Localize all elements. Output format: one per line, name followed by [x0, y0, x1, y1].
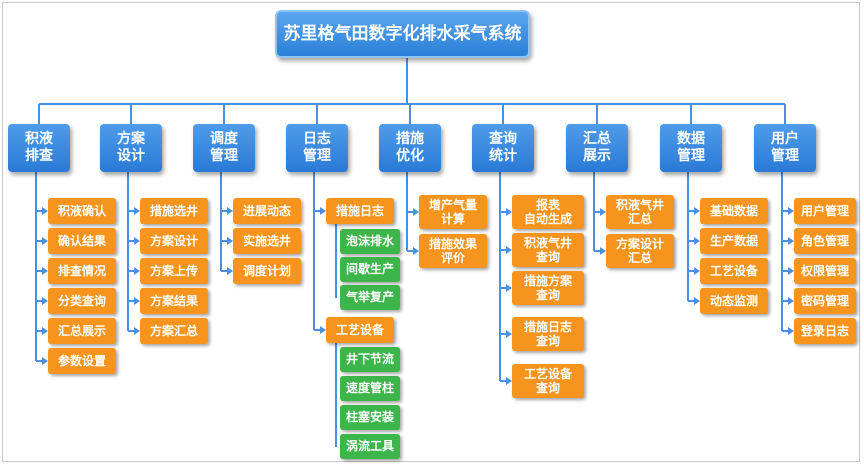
item-node: 权限管理 — [794, 258, 856, 284]
subitem-node: 速度管柱 — [340, 376, 400, 401]
subitem-node: 井下节流 — [340, 347, 400, 372]
item-node: 积液气井 查询 — [512, 233, 584, 267]
arrow-head — [42, 237, 48, 245]
arrow-head — [506, 208, 512, 216]
item-node: 确认结果 — [48, 228, 116, 254]
item-node: 排查情况 — [48, 258, 116, 284]
arrow-head — [788, 297, 794, 305]
item-node: 进展动态 — [233, 198, 301, 224]
item-node: 动态监测 — [700, 288, 768, 314]
subitem-node: 涡流工具 — [340, 434, 400, 459]
item-node: 方案设计 汇总 — [606, 234, 674, 268]
arrow-head — [134, 237, 140, 245]
arrow-head — [506, 284, 512, 292]
item-node: 积液确认 — [48, 198, 116, 224]
subitem-node: 气举复产 — [340, 285, 400, 310]
item-node: 方案设计 — [140, 228, 208, 254]
arrow-head — [788, 237, 794, 245]
arrow-head — [600, 208, 606, 216]
item-node: 增产气量 计算 — [419, 195, 487, 229]
item-node: 方案汇总 — [140, 318, 208, 344]
arrow-head — [42, 207, 48, 215]
arrow-head — [42, 297, 48, 305]
arrow-head — [694, 267, 700, 275]
arrow-head — [134, 297, 140, 305]
item-node: 工艺设备 查询 — [512, 364, 584, 398]
item-node: 参数设置 — [48, 348, 116, 374]
arrow-head — [788, 327, 794, 335]
item-node: 登录日志 — [794, 318, 856, 344]
category-node: 用户 管理 — [754, 124, 816, 172]
arrow-head — [42, 327, 48, 335]
category-node: 数据 管理 — [660, 124, 722, 172]
arrow-head — [694, 237, 700, 245]
item-node: 汇总展示 — [48, 318, 116, 344]
item-node: 方案上传 — [140, 258, 208, 284]
item-node: 积液气井 汇总 — [606, 195, 674, 229]
item-node: 报表 自动生成 — [512, 195, 584, 229]
category-node: 积液 排查 — [8, 124, 70, 172]
item-node: 工艺设备 — [700, 258, 768, 284]
arrow-head — [506, 246, 512, 254]
arrow-head — [134, 267, 140, 275]
arrow-head — [227, 267, 233, 275]
item-node: 实施选井 — [233, 228, 301, 254]
arrow-head — [134, 207, 140, 215]
item-node: 措施日志 — [326, 198, 394, 224]
system-title: 苏里格气田数字化排水采气系统 — [275, 10, 530, 58]
category-node: 方案 设计 — [100, 124, 162, 172]
item-node: 密码管理 — [794, 288, 856, 314]
arrow-head — [788, 207, 794, 215]
arrow-head — [42, 357, 48, 365]
arrow-head — [320, 207, 326, 215]
subitem-node: 柱塞安装 — [340, 405, 400, 430]
arrow-head — [413, 208, 419, 216]
item-node: 方案结果 — [140, 288, 208, 314]
item-node: 措施日志 查询 — [512, 317, 584, 351]
item-node: 基础数据 — [700, 198, 768, 224]
item-node: 用户管理 — [794, 198, 856, 224]
arrow-head — [694, 297, 700, 305]
arrow-head — [134, 327, 140, 335]
category-node: 查询 统计 — [472, 124, 534, 172]
item-node: 措施方案 查询 — [512, 271, 584, 305]
arrow-head — [788, 267, 794, 275]
arrow-head — [413, 247, 419, 255]
arrow-head — [694, 207, 700, 215]
subitem-node: 泡沫排水 — [340, 229, 400, 254]
item-node: 角色管理 — [794, 228, 856, 254]
item-node: 措施选井 — [140, 198, 208, 224]
item-node: 措施效果 评价 — [419, 234, 487, 268]
category-node: 措施 优化 — [379, 124, 441, 172]
item-node: 分类查询 — [48, 288, 116, 314]
item-node: 工艺设备 — [326, 317, 394, 343]
arrow-head — [506, 330, 512, 338]
arrow-head — [227, 237, 233, 245]
item-node: 调度计划 — [233, 258, 301, 284]
arrow-head — [320, 326, 326, 334]
arrow-head — [506, 377, 512, 385]
item-node: 生产数据 — [700, 228, 768, 254]
arrow-head — [42, 267, 48, 275]
category-node: 调度 管理 — [193, 124, 255, 172]
arrow-head — [227, 207, 233, 215]
category-node: 日志 管理 — [286, 124, 348, 172]
arrow-head — [600, 247, 606, 255]
subitem-node: 间歇生产 — [340, 257, 400, 282]
category-node: 汇总 展示 — [566, 124, 628, 172]
